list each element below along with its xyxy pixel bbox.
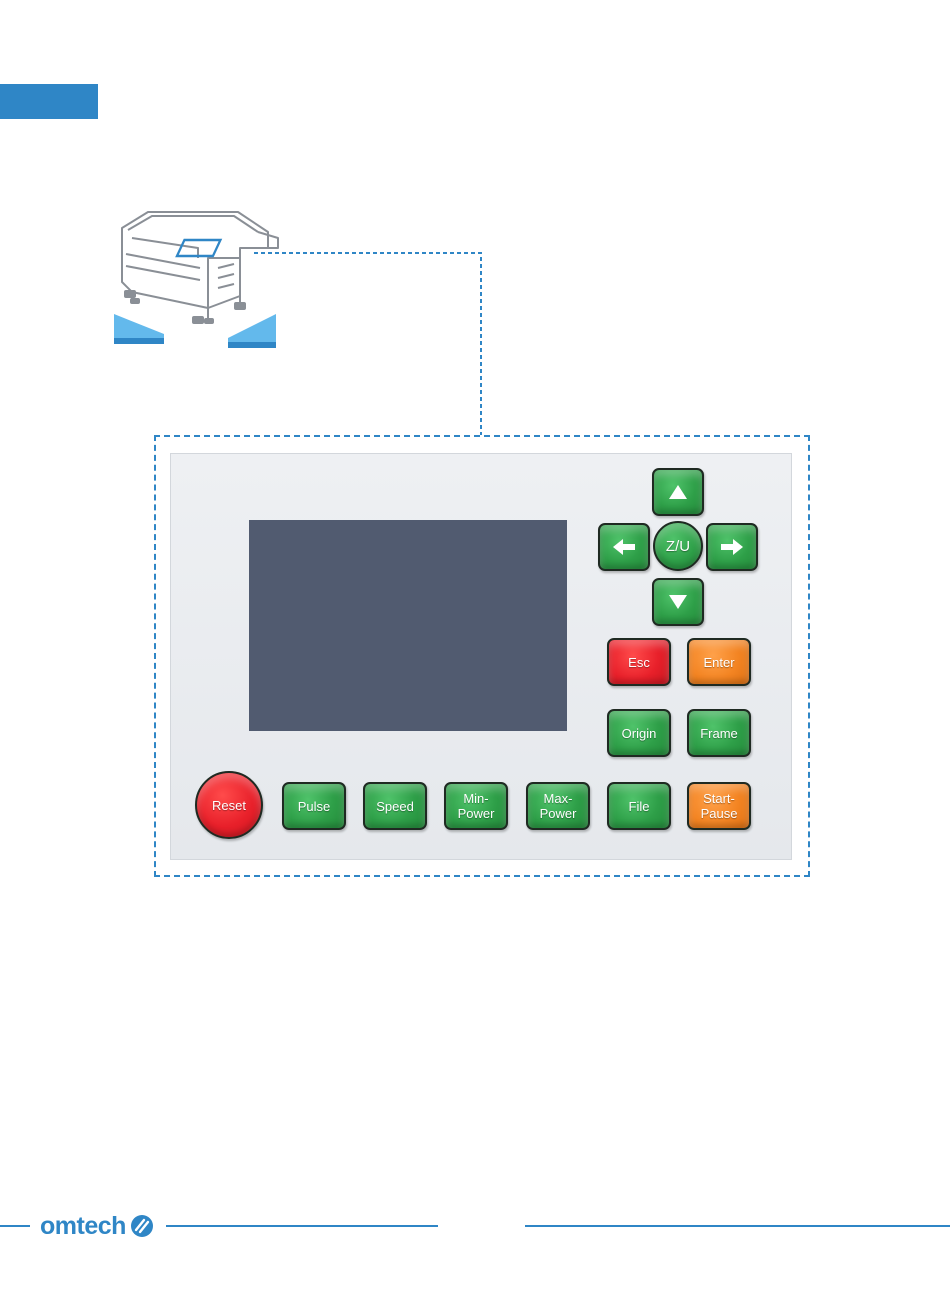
enter-label: Enter bbox=[703, 655, 734, 670]
laser-machine-illustration bbox=[108, 198, 288, 350]
footer-line-left bbox=[166, 1225, 438, 1227]
enter-button[interactable]: Enter bbox=[687, 638, 751, 686]
start-pause-label: Start- Pause bbox=[701, 791, 738, 821]
up-arrow-icon bbox=[669, 485, 687, 499]
down-button[interactable] bbox=[652, 578, 704, 626]
esc-label: Esc bbox=[628, 655, 650, 670]
right-button[interactable] bbox=[706, 523, 758, 571]
frame-label: Frame bbox=[700, 726, 738, 741]
lcd-screen bbox=[249, 520, 567, 731]
origin-label: Origin bbox=[622, 726, 657, 741]
left-arrow-icon bbox=[613, 539, 635, 555]
reset-label: Reset bbox=[212, 798, 246, 813]
esc-button[interactable]: Esc bbox=[607, 638, 671, 686]
right-arrow-icon bbox=[721, 539, 743, 555]
pulse-label: Pulse bbox=[298, 799, 331, 814]
up-button[interactable] bbox=[652, 468, 704, 516]
file-label: File bbox=[629, 799, 650, 814]
logo-text: omtech bbox=[40, 1211, 126, 1241]
omtech-logo: omtech bbox=[40, 1211, 154, 1241]
reset-button[interactable]: Reset bbox=[195, 771, 263, 839]
frame-button[interactable]: Frame bbox=[687, 709, 751, 757]
zu-button[interactable]: Z/U bbox=[653, 521, 703, 571]
down-arrow-icon bbox=[669, 595, 687, 609]
pulse-button[interactable]: Pulse bbox=[282, 782, 346, 830]
footer-line-left-stub bbox=[0, 1225, 30, 1227]
min-power-label: Min- Power bbox=[458, 791, 495, 821]
origin-button[interactable]: Origin bbox=[607, 709, 671, 757]
speed-label: Speed bbox=[376, 799, 414, 814]
footer-line-right bbox=[525, 1225, 950, 1227]
left-button[interactable] bbox=[598, 523, 650, 571]
section-tab bbox=[0, 84, 98, 119]
max-power-label: Max- Power bbox=[540, 791, 577, 821]
speed-button[interactable]: Speed bbox=[363, 782, 427, 830]
file-button[interactable]: File bbox=[607, 782, 671, 830]
start-pause-button[interactable]: Start- Pause bbox=[687, 782, 751, 830]
logo-mark-icon bbox=[130, 1214, 154, 1238]
min-power-button[interactable]: Min- Power bbox=[444, 782, 508, 830]
zu-label: Z/U bbox=[666, 539, 690, 554]
max-power-button[interactable]: Max- Power bbox=[526, 782, 590, 830]
